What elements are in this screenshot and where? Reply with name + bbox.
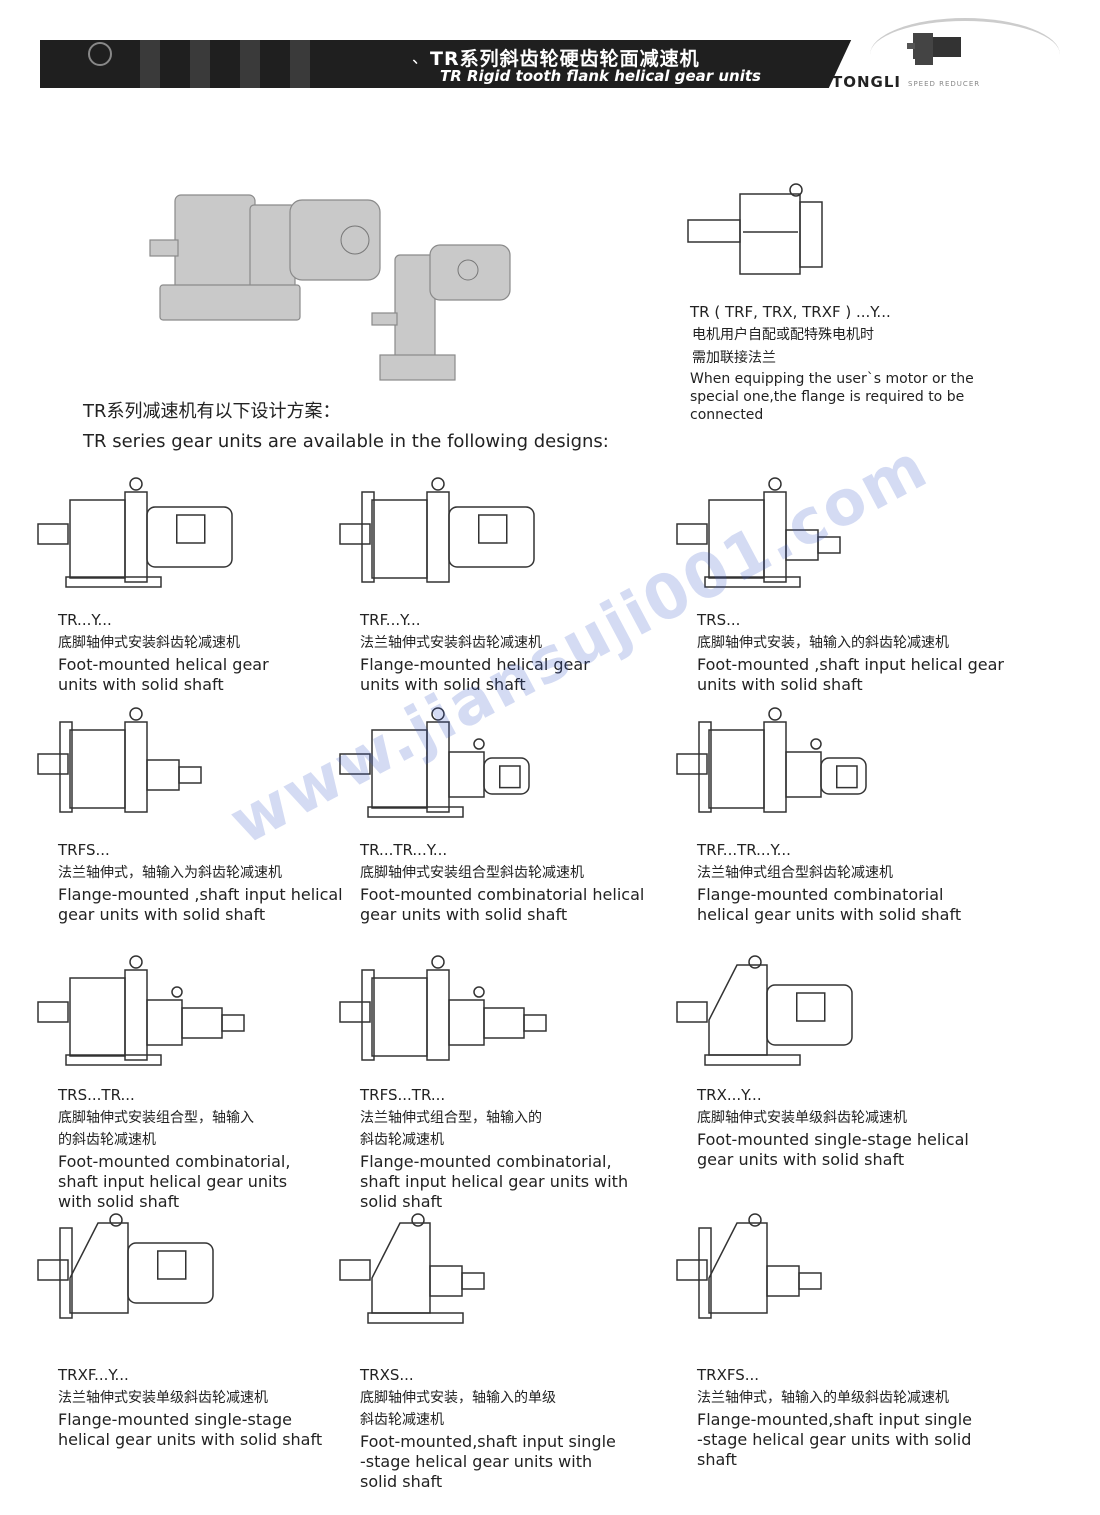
design-desc-en: shaft input helical gear units with	[360, 1172, 629, 1191]
design-desc-en: Flange-mounted combinatorial	[697, 885, 944, 904]
design-desc-cn: 法兰轴伸式，轴输入的单级斜齿轮减速机	[697, 1390, 949, 1406]
design-desc-cn: 底脚轴伸式安装单级斜齿轮减速机	[697, 1110, 907, 1126]
design-code: TRF...TR...Y...	[697, 841, 791, 859]
design-desc-en: Foot-mounted,shaft input single	[360, 1432, 616, 1451]
design-desc-cn: 底脚轴伸式安装，轴输入的单级	[360, 1390, 556, 1406]
gear-unit-drawing	[676, 1213, 822, 1319]
flange-note-en1: When equipping the user`s motor or the	[690, 371, 974, 387]
design-desc-en: with solid shaft	[58, 1192, 180, 1211]
design-desc-en: Foot-mounted helical gear	[58, 655, 269, 674]
gear-unit-drawing	[37, 1213, 214, 1319]
design-code: TRX...Y...	[697, 1086, 762, 1104]
header-dot: 、	[412, 48, 429, 67]
design-desc-en: units with solid shaft	[58, 675, 224, 694]
flange-note-cn1: 电机用户自配或配特殊电机时	[692, 327, 874, 343]
design-code: TRS...TR...	[58, 1086, 135, 1104]
flange-note-code: TR ( TRF, TRX, TRXF ) ...Y...	[690, 303, 891, 321]
design-desc-en: -stage helical gear units with	[360, 1452, 593, 1471]
flange-note-en2: special one,the flange is required to be	[690, 389, 965, 405]
intro-en: TR series gear units are available in th…	[83, 431, 609, 452]
intro-cn: TR系列减速机有以下设计方案：	[83, 401, 341, 422]
product-photo	[149, 194, 511, 381]
design-code: TRXF...Y...	[58, 1366, 129, 1384]
brand-logo: TONGLI	[832, 73, 901, 91]
design-desc-cn: 斜齿轮减速机	[360, 1132, 444, 1148]
design-desc-en: Foot-mounted ,shaft input helical gear	[697, 655, 1004, 674]
design-desc-cn: 法兰轴伸式组合型斜齿轮减速机	[697, 865, 893, 881]
design-desc-en: Flange-mounted single-stage	[58, 1410, 292, 1429]
design-desc-en: Flange-mounted helical gear	[360, 655, 590, 674]
design-desc-en: units with solid shaft	[697, 675, 863, 694]
design-desc-en: Flange-mounted ,shaft input helical	[58, 885, 343, 904]
design-desc-cn: 底脚轴伸式安装，轴输入的斜齿轮减速机	[697, 635, 949, 651]
design-desc-en: Flange-mounted,shaft input single	[697, 1410, 972, 1429]
design-code: TR...Y...	[58, 611, 112, 629]
design-desc-en: shaft	[697, 1450, 737, 1469]
brand-swoosh	[870, 18, 1060, 91]
gear-unit-drawing	[339, 477, 535, 583]
design-desc-en: helical gear units with solid shaft	[58, 1430, 323, 1449]
design-desc-cn: 底脚轴伸式安装组合型，轴输入	[58, 1110, 254, 1126]
design-desc-en: solid shaft	[360, 1472, 443, 1491]
flange-note-en3: connected	[690, 407, 764, 423]
design-desc-cn: 法兰轴伸式安装斜齿轮减速机	[360, 635, 542, 651]
design-desc-en: gear units with solid shaft	[697, 1150, 905, 1169]
design-code: TRS...	[697, 611, 741, 629]
flange-unit-drawing	[687, 183, 823, 275]
header-decoration	[190, 40, 210, 88]
design-desc-cn: 底脚轴伸式安装组合型斜齿轮减速机	[360, 865, 584, 881]
design-desc-en: helical gear units with solid shaft	[697, 905, 962, 924]
flange-note-cn2: 需加联接法兰	[692, 350, 776, 366]
design-code: TRFS...TR...	[360, 1086, 446, 1104]
design-desc-cn: 法兰轴伸式安装单级斜齿轮减速机	[58, 1390, 268, 1406]
design-desc-en: units with solid shaft	[360, 675, 526, 694]
page-title-en: TR Rigid tooth flank helical gear units	[440, 67, 761, 85]
design-desc-cn: 斜齿轮减速机	[360, 1412, 444, 1428]
gear-unit-drawing	[37, 477, 233, 588]
gear-unit-drawing	[676, 707, 867, 813]
page-title-cn: TR系列斜齿轮硬齿轮面减速机	[430, 48, 700, 70]
header-decoration	[240, 40, 260, 88]
brand-subtitle: SPEED REDUCER	[908, 80, 981, 88]
design-desc-cn: 底脚轴伸式安装斜齿轮减速机	[58, 635, 240, 651]
gear-unit-drawing	[37, 955, 245, 1066]
header-bar	[40, 40, 870, 88]
design-desc-en: -stage helical gear units with solid	[697, 1430, 972, 1449]
design-desc-en: Flange-mounted combinatorial,	[360, 1152, 612, 1171]
gear-unit-drawing	[339, 707, 530, 818]
gear-icon	[88, 42, 112, 66]
design-desc-en: gear units with solid shaft	[360, 905, 568, 924]
design-desc-cn: 的斜齿轮减速机	[58, 1132, 156, 1148]
design-desc-en: Foot-mounted single-stage helical	[697, 1130, 969, 1149]
header-decoration	[140, 40, 160, 88]
design-code: TRXS...	[360, 1366, 414, 1384]
design-code: TRXFS...	[697, 1366, 760, 1384]
design-desc-en: shaft input helical gear units	[58, 1172, 288, 1191]
gear-unit-drawing	[37, 707, 202, 813]
gear-unit-drawing	[676, 477, 841, 588]
design-desc-en: Foot-mounted combinatorial helical	[360, 885, 645, 904]
design-desc-cn: 法兰轴伸式，轴输入为斜齿轮减速机	[58, 865, 282, 881]
gear-unit-drawing	[339, 1213, 485, 1324]
header-decoration	[290, 40, 310, 88]
design-code: TRFS...	[58, 841, 110, 859]
design-desc-en: Foot-mounted combinatorial,	[58, 1152, 291, 1171]
gear-unit-drawing	[676, 955, 853, 1066]
gear-unit-drawing	[339, 955, 547, 1061]
design-desc-en: solid shaft	[360, 1192, 443, 1211]
motor-logo-icon	[907, 33, 961, 65]
design-code: TRF...Y...	[360, 611, 421, 629]
design-code: TR...TR...Y...	[360, 841, 448, 859]
design-desc-cn: 法兰轴伸式组合型，轴输入的	[360, 1110, 542, 1126]
design-desc-en: gear units with solid shaft	[58, 905, 266, 924]
